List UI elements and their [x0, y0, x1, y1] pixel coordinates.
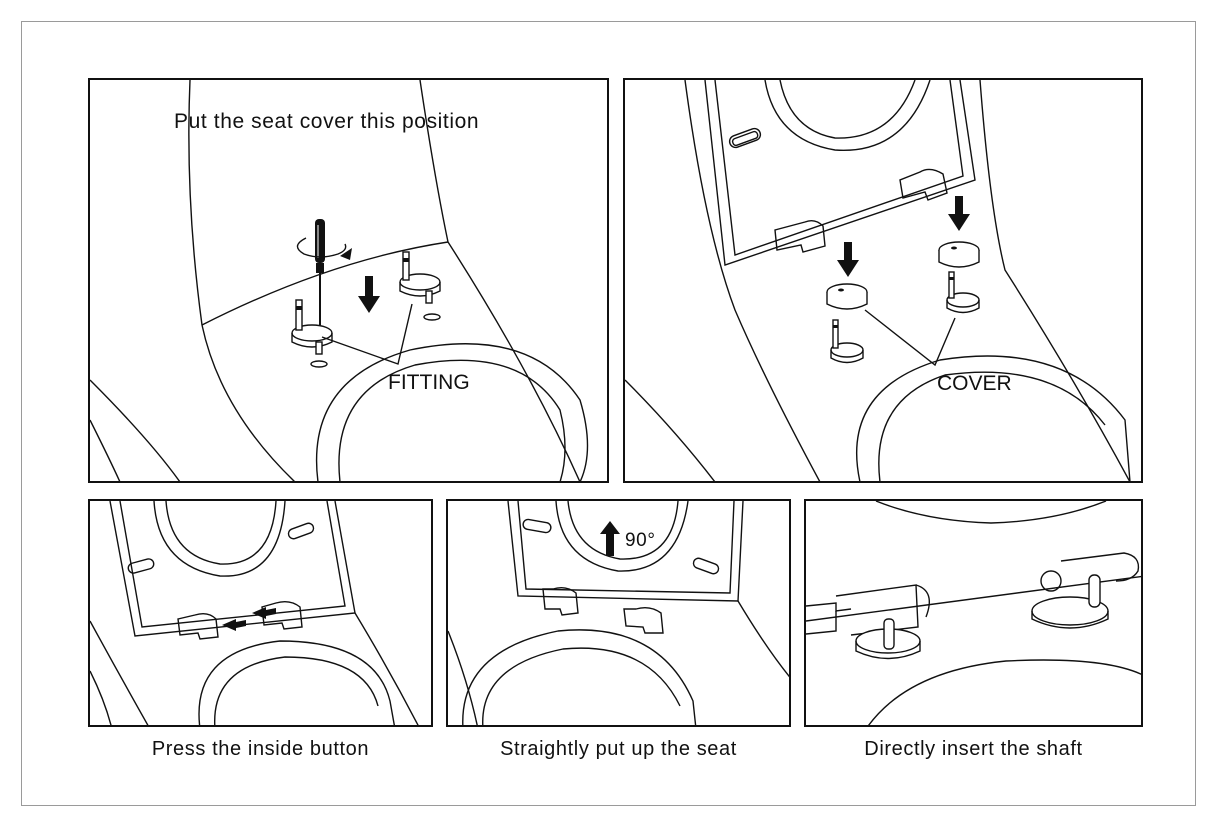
panel-put-up-seat: 90° [446, 499, 791, 727]
panel-fitting: Put the seat cover this position FITTING [88, 78, 609, 483]
frame-border [21, 21, 1196, 806]
fitting-left [291, 299, 333, 368]
instruction-text: Put the seat cover this position [174, 110, 480, 133]
cover-right [938, 241, 980, 314]
toilet-drawing-shaft [806, 501, 1141, 725]
angle-label: 90° [625, 530, 656, 551]
fitting-right [399, 251, 441, 321]
cover-left [826, 283, 868, 364]
fitting-callout: FITTING [388, 371, 470, 394]
down-arrow-icon [837, 242, 859, 277]
toilet-drawing-press [90, 501, 419, 725]
toilet-drawing-seat-up [448, 501, 789, 725]
panel-cover: COVER [623, 78, 1143, 483]
down-arrow-icon [358, 276, 380, 313]
panel-press-button [88, 499, 433, 727]
up-arrow-icon [600, 521, 620, 556]
caption-press-button: Press the inside button [151, 738, 370, 760]
rotation-arrow-icon [296, 237, 352, 260]
toilet-drawing-cover [625, 80, 1131, 481]
down-arrow-icon [948, 196, 970, 231]
caption-insert-shaft: Directly insert the shaft [864, 738, 1083, 760]
toilet-drawing-fitting [90, 80, 589, 481]
screwdriver-icon [315, 219, 325, 325]
cover-callout: COVER [937, 372, 1012, 395]
caption-put-up-seat: Straightly put up the seat [500, 738, 737, 760]
panel-insert-shaft [804, 499, 1143, 727]
left-arrow-icon [222, 607, 276, 631]
